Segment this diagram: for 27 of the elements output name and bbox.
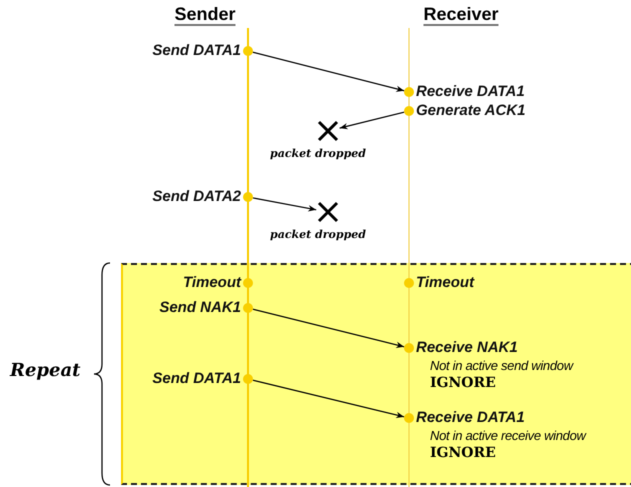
message-arrow: [340, 112, 404, 130]
drop-caption: packet dropped: [270, 147, 366, 160]
event-label: Send DATA2: [152, 188, 241, 206]
message-arrow: [252, 380, 404, 418]
note-text: Not in active send window: [430, 357, 573, 374]
event-label: Send DATA1: [152, 42, 241, 60]
lane-header: Receiver: [423, 4, 499, 26]
event-label: Send DATA1: [152, 370, 241, 388]
message-arrow: [252, 197, 316, 212]
event-label: Generate ACK1: [416, 102, 526, 120]
drop-mark-icon: [316, 200, 340, 224]
event-label: Timeout: [182, 274, 241, 292]
message-arrow: [252, 52, 404, 92]
event-label: Send NAK1: [159, 299, 241, 317]
action-label: IGNORE: [430, 374, 497, 393]
event-label: Receive DATA1: [416, 83, 525, 101]
action-label: IGNORE: [430, 444, 497, 463]
repeat-label: Repeat: [10, 360, 80, 381]
lane-header: Sender: [174, 4, 236, 26]
drop-mark-icon: [316, 119, 340, 143]
message-arrow: [252, 308, 404, 348]
event-label: Receive NAK1: [416, 339, 519, 357]
drop-caption: packet dropped: [270, 228, 366, 241]
event-label: Timeout: [416, 274, 474, 292]
repeat-region: [121, 263, 631, 485]
event-label: Receive DATA1: [416, 409, 526, 427]
note-text: Not in active receive window: [430, 427, 586, 444]
